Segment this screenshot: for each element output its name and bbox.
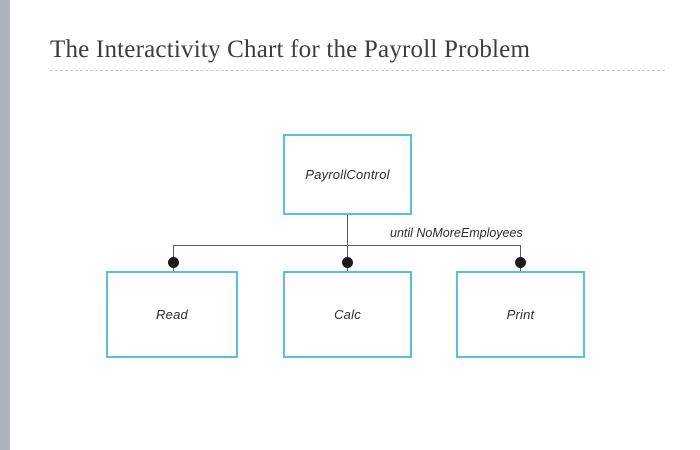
node-print-label: Print: [506, 307, 535, 322]
edge-trunk-line: [347, 215, 348, 245]
title-underline-rule: [50, 70, 665, 71]
loop-condition-annotation: until NoMoreEmployees: [390, 226, 523, 240]
iteration-dot-calc: [342, 257, 353, 268]
iteration-dot-print: [515, 257, 526, 268]
node-read-label: Read: [156, 307, 188, 322]
node-read[interactable]: Read: [106, 271, 238, 358]
left-accent-bar: [0, 0, 10, 450]
iteration-dot-read: [168, 257, 179, 268]
node-print[interactable]: Print: [456, 271, 585, 358]
node-calc[interactable]: Calc: [283, 271, 412, 358]
node-payrollcontrol[interactable]: PayrollControl: [283, 134, 412, 215]
node-payrollcontrol-label: PayrollControl: [305, 167, 390, 182]
node-calc-label: Calc: [334, 307, 361, 322]
edge-horizontal-bus: [173, 245, 520, 246]
page-title: The Interactivity Chart for the Payroll …: [50, 36, 531, 63]
